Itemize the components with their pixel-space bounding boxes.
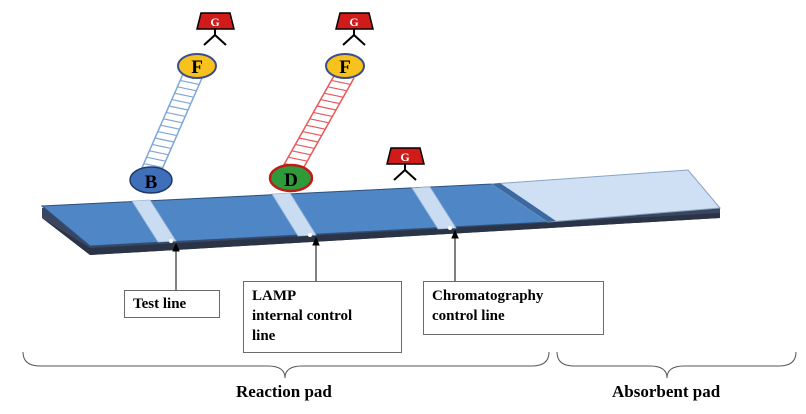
label-f-text: F [191, 57, 203, 78]
linker-rung [309, 118, 329, 124]
test-line-label: Test line [133, 296, 187, 312]
antibody-g-2: G [335, 12, 374, 46]
chromatography-control-callout: Chromatography control line [423, 281, 604, 335]
reaction-pad-brace [22, 351, 550, 379]
linker-rung [324, 92, 344, 98]
linker-rung [327, 86, 347, 92]
linker-rung [166, 111, 186, 117]
linker-rung [149, 150, 169, 156]
linker-rung [157, 131, 177, 137]
lamp-control-line-band [271, 192, 317, 237]
antibody-g-1-text: G [210, 15, 219, 29]
lamp-line-dot [308, 233, 312, 237]
test-line-band [131, 199, 177, 243]
linker-rung [174, 92, 194, 98]
linker-red-rungs [284, 79, 351, 169]
antibody-g-1: G [196, 12, 235, 46]
strip-step-shadow [492, 183, 556, 222]
linker-rung [152, 143, 172, 149]
linker-rung [171, 99, 191, 105]
label-f-text-2: F [339, 57, 351, 78]
lamp-label-line-3: line [252, 328, 276, 344]
linker-rung [291, 150, 311, 156]
antibody-g-3: G [386, 147, 425, 181]
absorbent-pad-brace [556, 351, 797, 379]
linker-rung [177, 86, 197, 92]
label-f-particle-2 [325, 53, 365, 79]
linker-red [280, 73, 355, 175]
label-d-text: D [284, 170, 298, 191]
chrom-line-dot [448, 226, 452, 230]
linker-rung [313, 111, 333, 117]
linker-rung [168, 105, 189, 111]
lamp-label-line-2: internal control [252, 308, 353, 324]
antibody-g-3-text: G [400, 150, 409, 164]
linker-rung [306, 124, 326, 130]
linker-rung [160, 124, 180, 130]
absorbent-pad-label: Absorbent pad [612, 382, 721, 401]
test-line-dot [169, 239, 173, 243]
test-line-callout: Test line [124, 290, 220, 318]
absorbent-pad-surface [490, 169, 722, 223]
pointer-arrows [172, 229, 459, 290]
digoxigenin-probe-complex: F D [268, 53, 365, 193]
linker-rung [298, 137, 319, 143]
chrom-label-line-2: control line [432, 308, 505, 324]
chromatography-control-line-band [411, 186, 457, 230]
strip-bottom-edge [42, 213, 720, 255]
lamp-control-callout: LAMP internal control line [243, 281, 402, 353]
linker-rung [288, 156, 308, 162]
linker-blue-rungs [143, 79, 200, 169]
linker-rung [180, 79, 200, 85]
biotin-probe-complex: F B [129, 53, 217, 194]
label-b-text: B [145, 172, 158, 193]
label-d-particle [268, 163, 314, 193]
linker-rung [316, 105, 337, 111]
antibody-g-2-text: G [349, 15, 358, 29]
lamp-label-line-1: LAMP [252, 288, 297, 304]
chrom-label-line-1: Chromatography [432, 288, 544, 304]
linker-rung [143, 163, 163, 169]
test-strip [40, 169, 722, 255]
linker-rung [163, 118, 183, 124]
linker-rung [146, 156, 166, 162]
label-f-particle [177, 53, 217, 79]
linker-rung [154, 137, 175, 143]
reaction-pad-label: Reaction pad [236, 382, 332, 401]
label-b-particle [129, 166, 173, 194]
linker-rung [320, 99, 340, 105]
linker-blue [140, 73, 203, 175]
linker-rung [331, 79, 351, 85]
linker-rung [295, 143, 315, 149]
section-braces [22, 351, 797, 379]
linker-rung [302, 131, 322, 137]
